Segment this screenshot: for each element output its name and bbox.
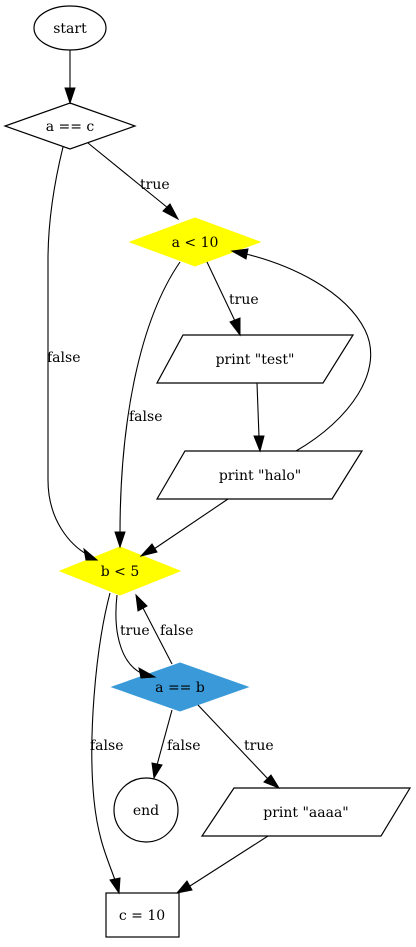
edge-print-halo-to-a-lt-10 [230,248,372,452]
edge-label-true: true [229,292,259,308]
arrowhead [229,317,241,337]
edge-a-eq-b-to-end: false [151,709,200,780]
edge-a-lt-10-to-b-lt-5: false [114,261,181,549]
edge-label-false: false [129,409,162,425]
edge-label-false: false [160,623,193,639]
node-end: end [113,777,179,843]
node-a-eq-c: a == c [3,102,137,150]
arrowhead [64,87,76,105]
edge-a-eq-c-to-a-lt-10: true [87,142,180,221]
edge-b-lt-5-to-c-eq-10: false [90,592,123,895]
node-print-aaaa: print "aaaa" [200,787,412,837]
node-print-halo-shape [155,450,364,500]
node-a-eq-c-label: a == c [46,119,95,135]
arrowhead [263,774,281,790]
node-c-eq-10: c = 10 [105,892,180,938]
node-print-test: print "test" [155,334,355,384]
edge-start-to-a-eq-c [64,50,76,105]
node-a-eq-b-label: a == b [155,680,205,696]
node-a-eq-c-shape [3,102,137,150]
arrowhead [114,531,126,549]
edge-label-false: false [47,350,80,366]
edge-label-true: true [244,738,274,754]
edge-a-eq-b-to-print-aaaa: true [197,704,281,790]
arrowhead [109,877,121,895]
edge-a-eq-c-to-b-lt-5: false [47,146,99,561]
node-b-lt-5-label: b < 5 [101,564,140,580]
node-a-lt-10-label: a < 10 [172,235,219,251]
node-b-lt-5: b < 5 [58,546,182,596]
node-a-lt-10: a < 10 [128,217,262,267]
node-end-label: end [133,803,159,819]
edge-print-aaaa-to-c-eq-10 [175,835,269,894]
arrowhead [139,543,158,557]
edge-a-lt-10-to-print-test: true [206,261,259,337]
edge-label-false: false [167,738,200,754]
edge-b-lt-5-to-a-eq-b: true [115,594,157,679]
node-print-halo: print "halo" [155,450,364,500]
arrowhead [83,547,99,561]
node-c-eq-10-label: c = 10 [119,908,165,924]
node-print-aaaa-label: print "aaaa" [263,805,349,821]
arrowhead [151,762,163,780]
node-print-test-shape [155,334,355,384]
node-print-halo-label: print "halo" [219,468,301,484]
node-print-test-label: print "test" [216,352,295,368]
node-start-label: start [53,21,87,37]
edge-a-eq-b-to-b-lt-5: false [135,593,193,665]
node-start: start [33,5,107,51]
edge-label-true: true [120,623,150,639]
arrowhead [175,880,193,894]
edge-print-test-to-print-halo [253,382,265,453]
edge-label-true: true [140,177,170,193]
node-a-eq-b: a == b [110,662,250,712]
node-a-lt-10-shape [128,217,262,267]
arrowhead [230,248,249,260]
edge-print-halo-to-b-lt-5 [139,498,229,557]
node-c-eq-10-shape [105,892,180,938]
node-end-shape [113,777,179,843]
arrowhead [135,593,148,612]
edge-label-false: false [90,738,123,754]
arrowhead [138,667,157,679]
node-print-aaaa-shape [200,787,412,837]
arrowhead [253,435,265,453]
arrowhead [162,203,180,221]
